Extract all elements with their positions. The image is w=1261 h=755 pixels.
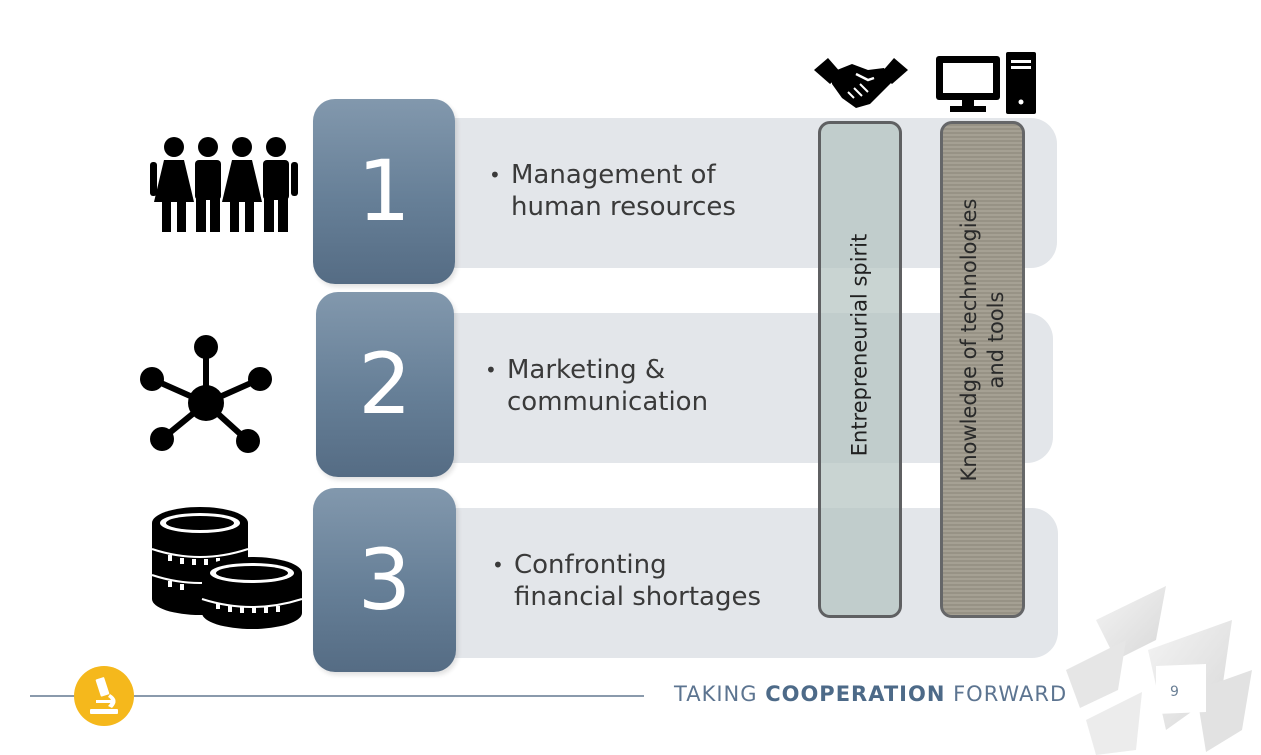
- number-box-2: 2: [316, 292, 454, 477]
- number-box-1: 1: [313, 99, 455, 284]
- decorative-arrows-graphic: [1066, 586, 1252, 755]
- number-box-3: 3: [313, 488, 456, 672]
- network-nodes-icon: [140, 335, 272, 453]
- number-label: 2: [358, 335, 412, 433]
- computer-icon: [936, 52, 1036, 114]
- bullet: •: [489, 163, 501, 187]
- footer-slogan-bold: COOPERATION: [765, 682, 946, 706]
- microscope-icon: [90, 677, 118, 714]
- item-label-line2: communication: [507, 387, 709, 417]
- number-label: 1: [357, 142, 411, 240]
- item-label-line2: human resources: [511, 192, 736, 222]
- pillar-label: Entrepreneurial spirit: [847, 233, 872, 457]
- pillar-technologies-tools: Knowledge of technologies and tools: [940, 121, 1025, 618]
- footer-line-left: [30, 695, 76, 697]
- footer-slogan: TAKING COOPERATION FORWARD: [674, 682, 1068, 706]
- pillar-label: Knowledge of technologies and tools: [956, 198, 1008, 482]
- footer-line-right: [134, 695, 644, 697]
- item-text-2: • Marketing & communication: [485, 354, 709, 418]
- number-label: 3: [357, 531, 412, 629]
- page-number: 9: [1170, 684, 1179, 700]
- item-label-line1: Marketing &: [507, 355, 666, 385]
- handshake-icon: [814, 58, 908, 108]
- footer-badge: [74, 666, 134, 726]
- item-text-3: • Confronting financial shortages: [492, 549, 761, 613]
- bullet: •: [492, 553, 504, 577]
- pillar-entrepreneurial-spirit: Entrepreneurial spirit: [818, 121, 902, 618]
- item-text-1: • Management of human resources: [489, 159, 736, 223]
- people-group-icon: [150, 137, 298, 232]
- item-label-line1: Management of: [511, 160, 716, 190]
- bullet: •: [485, 358, 497, 382]
- coin-stacks-icon: [151, 507, 303, 629]
- item-label-line2: financial shortages: [514, 582, 761, 612]
- item-label-line1: Confronting: [514, 550, 667, 580]
